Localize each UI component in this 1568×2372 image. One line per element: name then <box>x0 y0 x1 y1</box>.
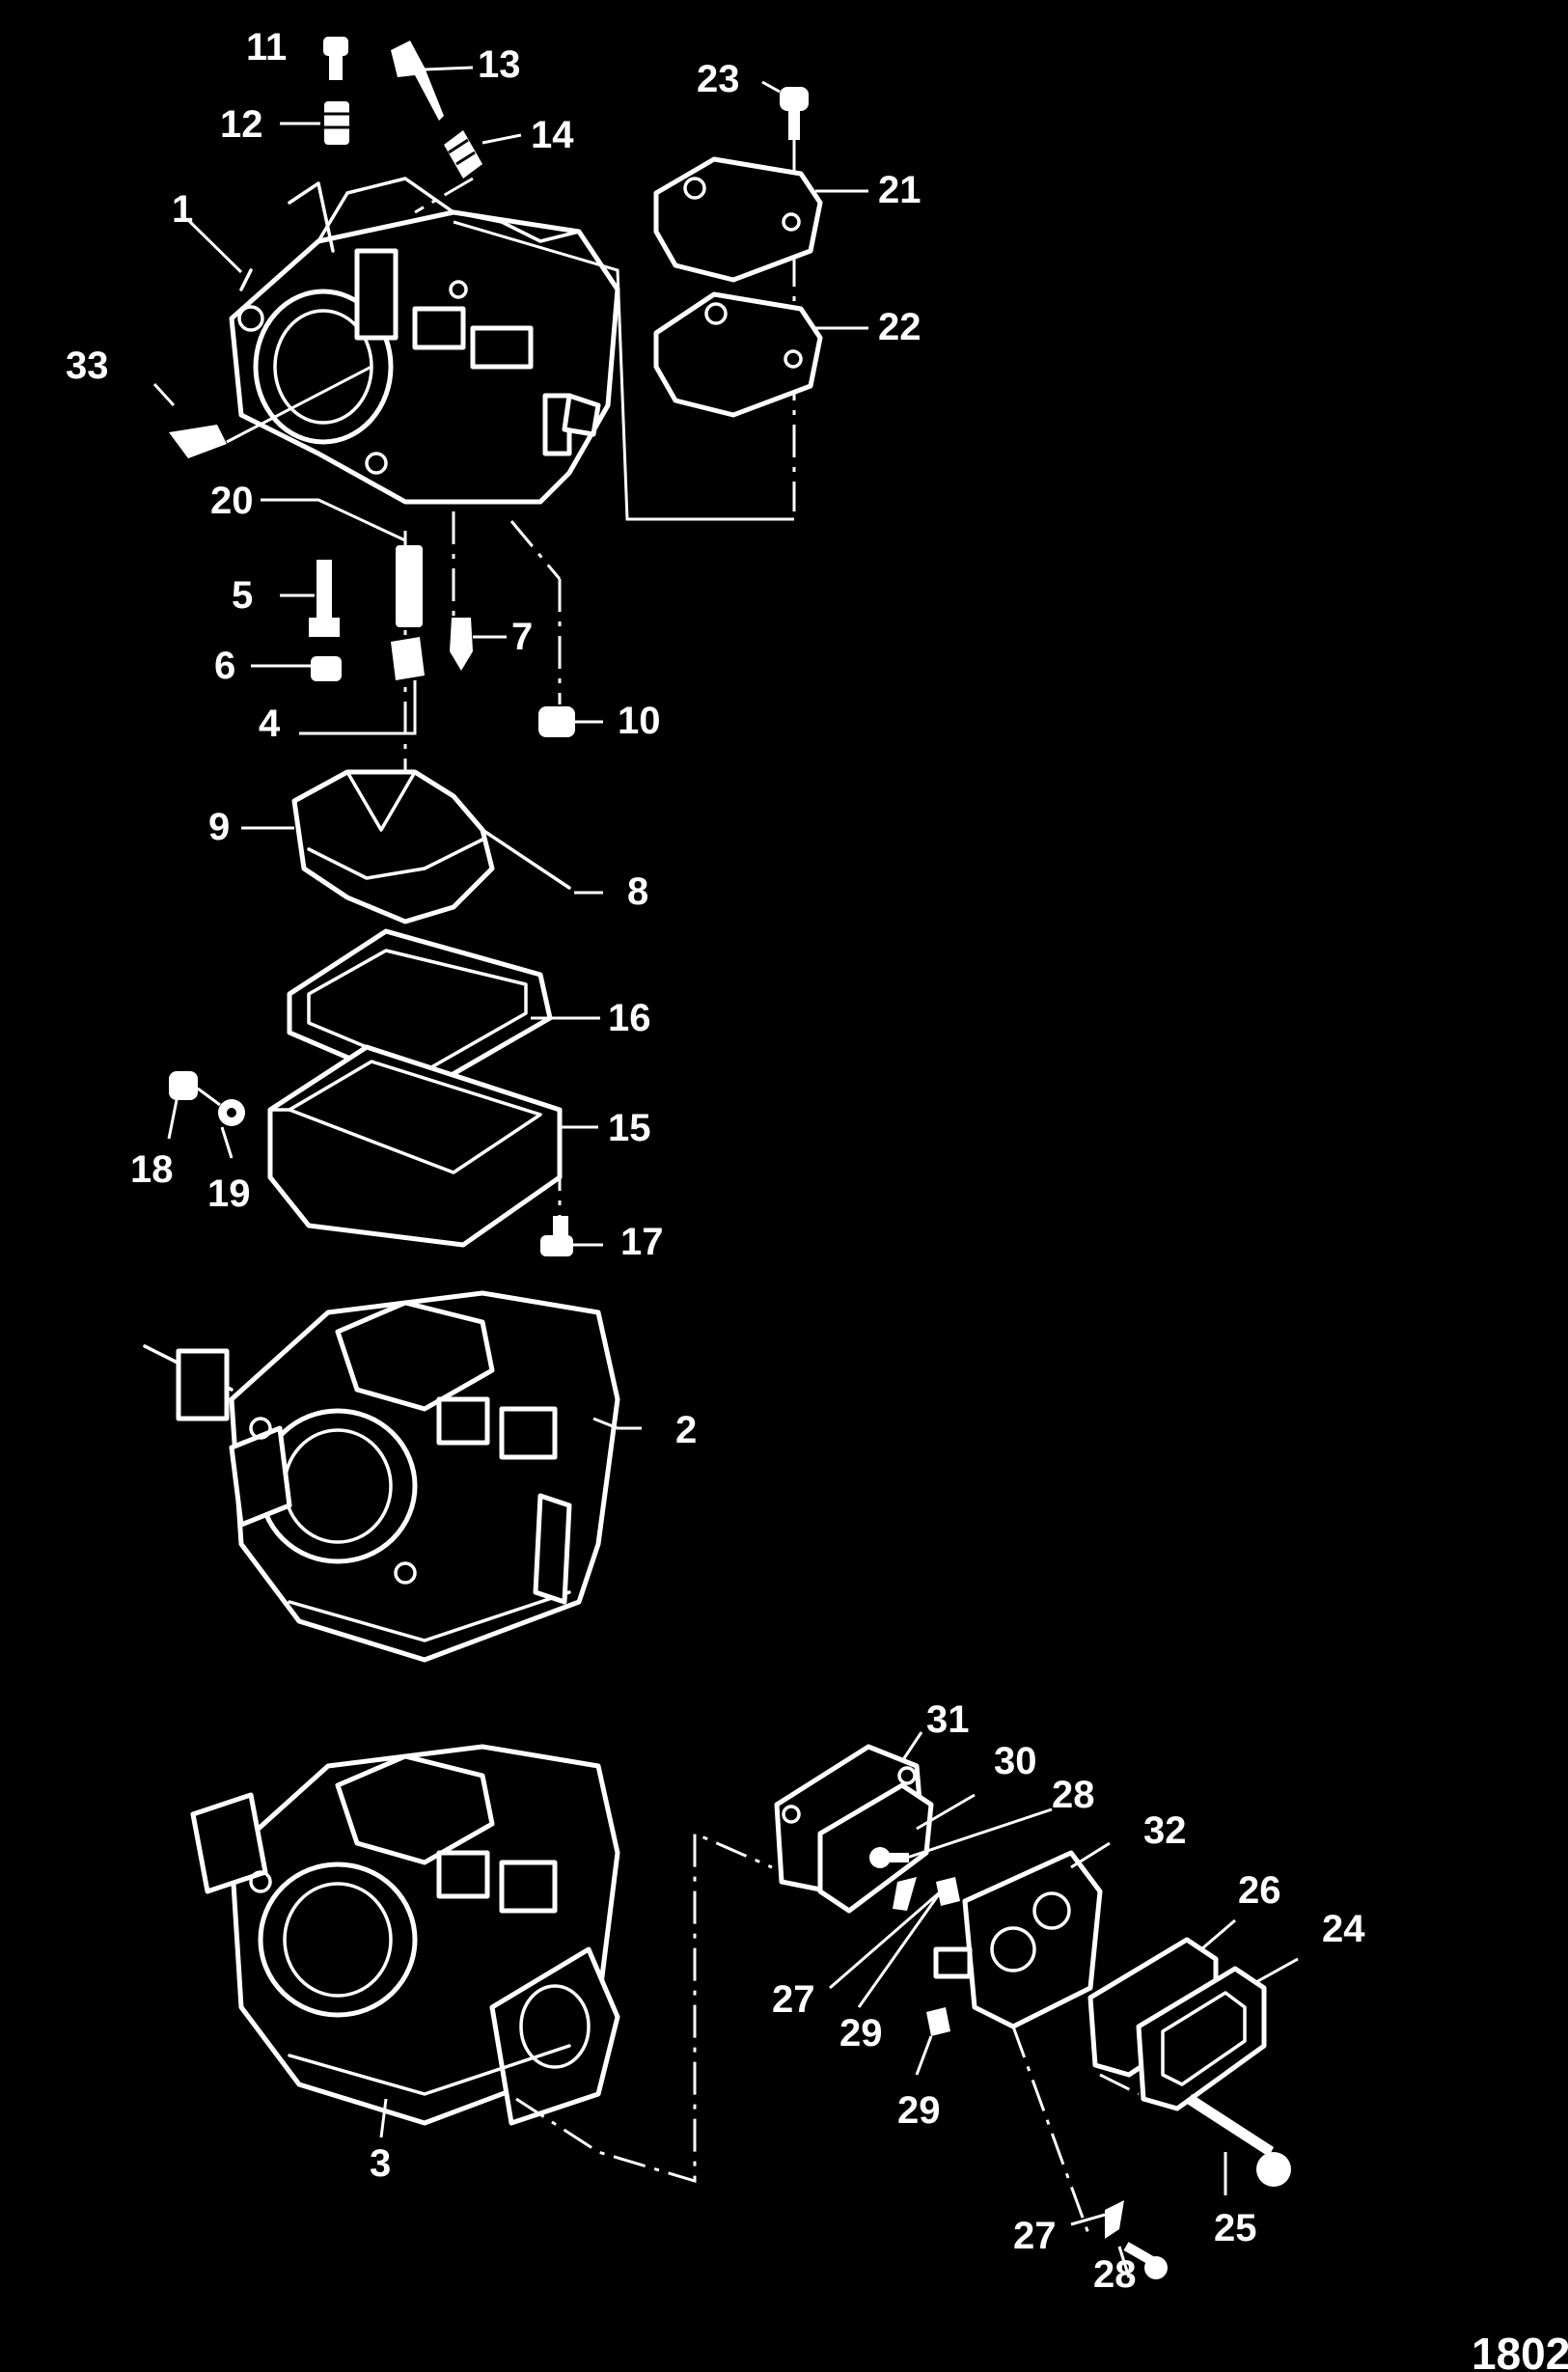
callout-13: 13 <box>478 43 521 86</box>
part-28-screw-upper <box>869 1847 909 1868</box>
part-9-float <box>291 769 495 924</box>
part-6-nut <box>311 656 342 681</box>
callout-24: 24 <box>1322 1908 1365 1950</box>
callout-8: 8 <box>627 870 648 913</box>
callout-30: 30 <box>994 1740 1037 1782</box>
callout-32: 32 <box>1143 1809 1187 1852</box>
callout-1: 1 <box>172 188 193 231</box>
callout-17: 17 <box>620 1221 664 1263</box>
callout-7: 7 <box>511 616 533 658</box>
callout-6: 6 <box>214 645 235 687</box>
callout-29-lower: 29 <box>897 2089 941 2132</box>
part-18-drain-screw <box>169 1071 198 1100</box>
callout-leaders <box>152 48 1299 2278</box>
callout-20: 20 <box>210 480 254 522</box>
callout-12: 12 <box>220 103 263 146</box>
part-19-washer <box>218 1099 245 1126</box>
diagram-reference-code: 18028 <box>1472 2329 1568 2372</box>
carburetor-assembly-part-3 <box>190 1744 620 2126</box>
callout-31: 31 <box>926 1698 970 1741</box>
part-4-pilot-jet <box>391 637 425 680</box>
part-7-float-needle <box>450 618 473 671</box>
callout-33: 33 <box>66 345 109 387</box>
part-5-main-jet <box>309 560 340 637</box>
part-15-float-bowl <box>267 1044 563 1248</box>
part-33-fuel-clip <box>169 365 372 458</box>
part-8-float-pin <box>481 828 571 890</box>
callout-28-upper: 28 <box>1052 1774 1095 1816</box>
part-14-spring <box>444 130 482 179</box>
part-25-pump-screw <box>1187 2094 1291 2187</box>
callout-16: 16 <box>608 997 651 1039</box>
carburetor-body-part-1 <box>229 177 620 505</box>
callout-2: 2 <box>675 1409 697 1451</box>
part-10-plug <box>538 706 575 737</box>
callout-26: 26 <box>1238 1869 1281 1912</box>
callout-14: 14 <box>531 114 574 156</box>
callout-5: 5 <box>232 574 253 617</box>
callout-3: 3 <box>370 2142 391 2185</box>
part-28-screw-lower <box>1123 2242 1168 2279</box>
part-27-valve-lower <box>1105 2200 1124 2239</box>
part-11-screw <box>323 37 348 80</box>
part-21-cover-plate <box>653 156 823 283</box>
callout-18: 18 <box>130 1148 174 1191</box>
callout-19: 19 <box>207 1172 251 1215</box>
part-22-gasket <box>653 291 823 418</box>
part-12-spring <box>324 101 349 145</box>
callout-28-lower: 28 <box>1093 2253 1137 2296</box>
part-29-washer-upper <box>936 1877 960 1906</box>
part-13-idle-screw <box>391 41 444 121</box>
callout-21: 21 <box>878 169 922 211</box>
callout-15: 15 <box>608 1107 651 1149</box>
callout-23: 23 <box>697 58 740 100</box>
callout-27-lower: 27 <box>1013 2215 1057 2257</box>
part-20-emulsion-tube <box>396 545 423 627</box>
callout-4: 4 <box>259 703 281 745</box>
callout-9: 9 <box>208 806 230 848</box>
callout-11: 11 <box>246 26 287 69</box>
callout-10: 10 <box>618 700 661 742</box>
part-23-screw <box>780 87 809 140</box>
callout-numbers: 11 12 13 14 1 23 21 22 33 20 5 6 7 4 10 … <box>66 26 1365 2296</box>
part-17-bowl-screw <box>540 1216 573 1256</box>
part-32-pump-body <box>933 1850 1103 2029</box>
part-24-pump-cover <box>1136 1966 1267 2111</box>
part-27-valve-upper <box>893 1877 917 1911</box>
callout-29-upper: 29 <box>839 2012 883 2055</box>
callout-27-upper: 27 <box>772 1978 815 2021</box>
part-29-washer-lower <box>926 2007 950 2036</box>
callout-22: 22 <box>878 306 922 348</box>
callout-25: 25 <box>1214 2207 1257 2249</box>
carburetor-assembly-part-2 <box>143 1290 620 1663</box>
